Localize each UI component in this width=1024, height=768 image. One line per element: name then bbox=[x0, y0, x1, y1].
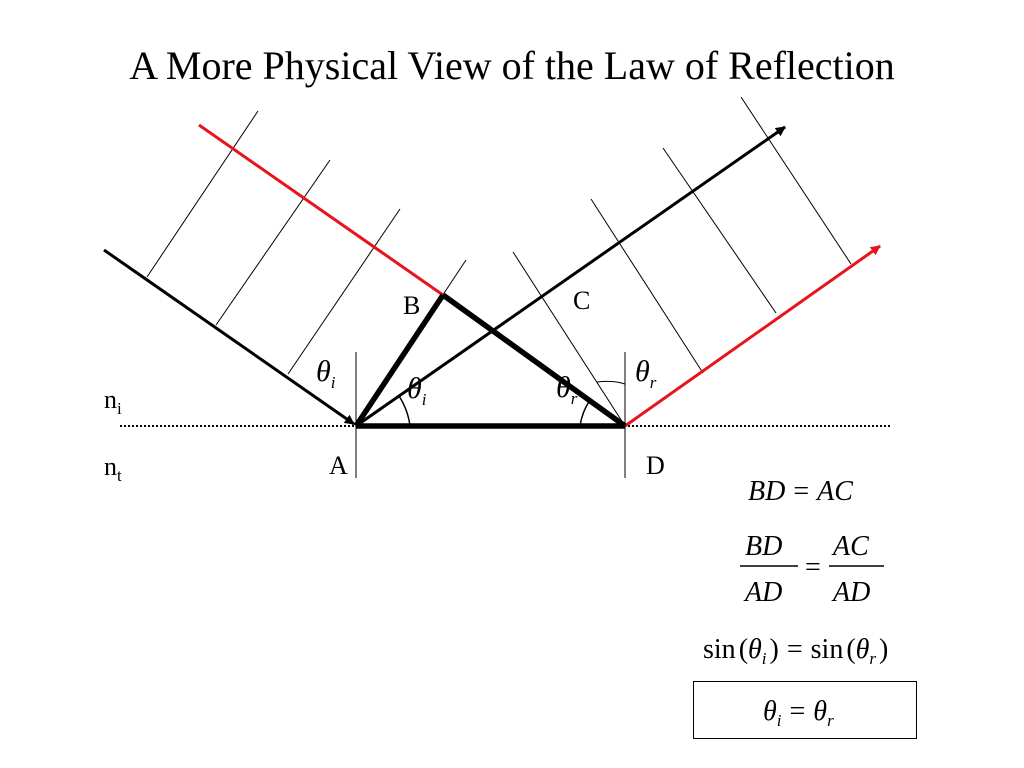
eq2-numerator-right: AC bbox=[831, 531, 869, 562]
label-n-transmitted: nt bbox=[104, 452, 122, 485]
reflected-ray-red bbox=[624, 244, 881, 428]
eq2-numerator-left: BD bbox=[745, 531, 782, 562]
reflected-wavefront bbox=[512, 251, 626, 427]
incident-wavefront bbox=[287, 208, 401, 375]
angle-arc-normal-d bbox=[596, 380, 626, 385]
eq2-equals: = bbox=[805, 552, 821, 583]
incident-wavefront bbox=[146, 110, 259, 278]
equation-result: θi=θr bbox=[763, 696, 834, 730]
equation-bd-equals-ac: BD=AC bbox=[748, 476, 853, 507]
segment-bd bbox=[441, 292, 627, 429]
reflected-wavefront bbox=[740, 96, 852, 265]
slide-title: A More Physical View of the Law of Refle… bbox=[129, 43, 895, 88]
label-n-incident: ni bbox=[104, 385, 122, 418]
label-point-d: D bbox=[646, 451, 665, 480]
label-point-a: A bbox=[329, 451, 348, 480]
result-box bbox=[693, 681, 917, 739]
reflected-ray-black bbox=[355, 125, 786, 428]
incident-ray-red bbox=[198, 123, 444, 297]
equation-ratio: BD AD = AC AD bbox=[740, 531, 884, 608]
reflected-wavefront bbox=[590, 198, 704, 374]
angle-label-theta-r-triangle: θr bbox=[556, 371, 578, 408]
label-point-c: C bbox=[573, 286, 590, 315]
angle-arc-incident bbox=[398, 395, 411, 427]
label-point-b: B bbox=[403, 291, 420, 320]
angle-label-theta-i-normal: θi bbox=[316, 355, 336, 392]
reflected-wavefront bbox=[662, 147, 777, 314]
incident-ray-black bbox=[103, 248, 355, 426]
angle-label-theta-i-triangle: θi bbox=[407, 372, 427, 409]
eq2-denominator-right: AD bbox=[831, 577, 870, 608]
angle-label-theta-r-normal: θr bbox=[635, 355, 657, 392]
equation-sine: sin(θi)=sin(θr) bbox=[703, 634, 888, 668]
eq2-denominator-left: AD bbox=[743, 577, 782, 608]
segment-ab bbox=[353, 293, 446, 428]
angle-arc-reflected bbox=[579, 399, 591, 427]
incident-wavefront bbox=[215, 159, 331, 326]
